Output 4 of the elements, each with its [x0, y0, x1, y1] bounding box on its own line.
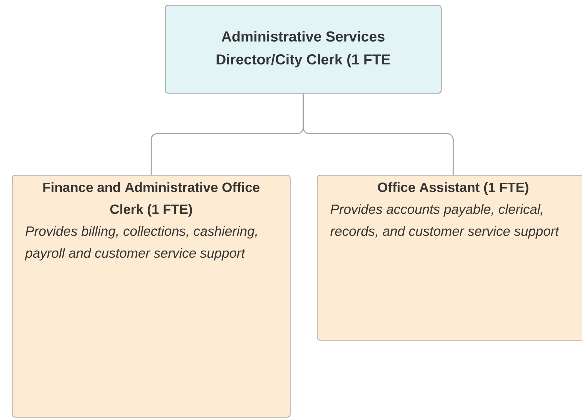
connector-line [302, 93, 454, 176]
title-box: Administrative Services Director/City Clerk (1 FTE [165, 5, 442, 94]
role-box: Office Assistant (1 FTE) Provides accounts payable, clerical, records, and customer service support [317, 175, 582, 341]
role-box: Finance and Administrative Office Clerk (1 FTE) Provides billing, collections, cashiering, payroll and customer service support [12, 175, 291, 418]
